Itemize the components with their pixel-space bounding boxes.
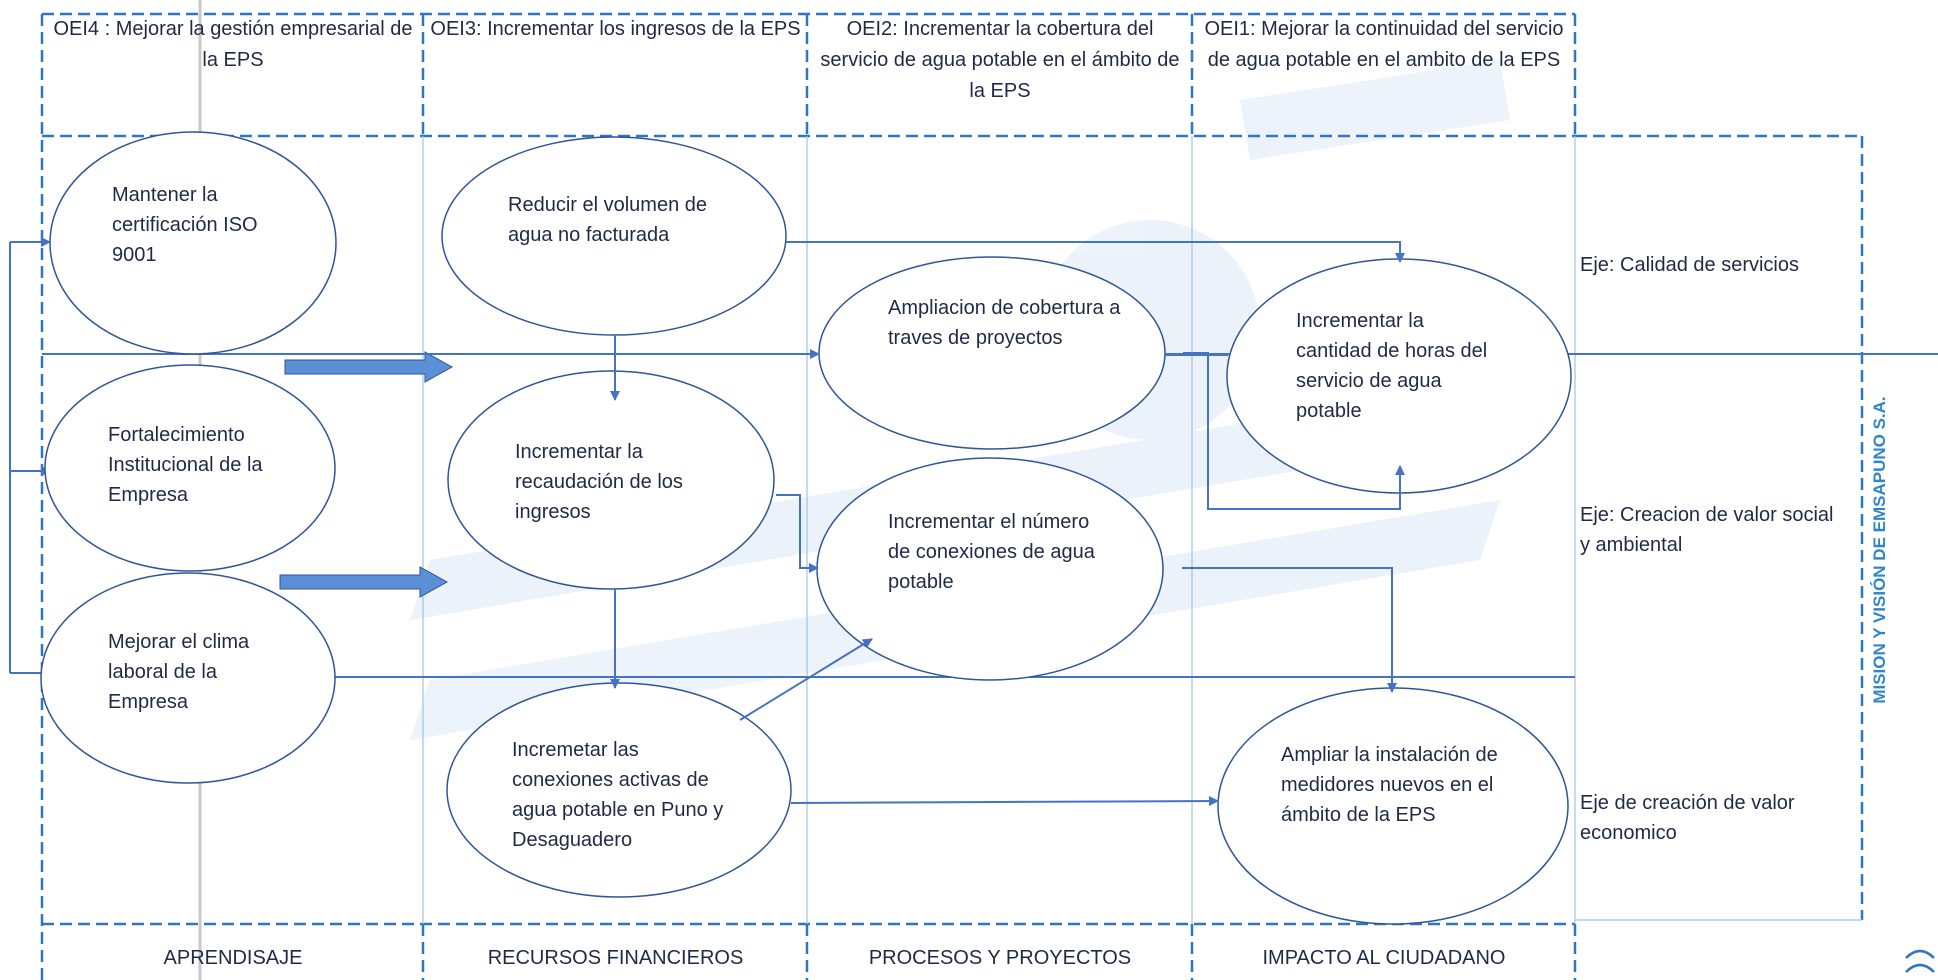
column-header-oei2: OEI2: Incrementar la cobertura del servi… [820,18,1180,102]
left-bracket-connector [9,237,51,678]
block-arrow-lower [279,566,449,598]
node-fortalecimiento-ellipse [44,364,336,572]
node-fortalecimiento-label: Fortalecimiento Institucional de la Empr… [108,424,263,506]
node-iso-label: Mantener la certificación ISO 9001 [112,184,258,266]
column-footer-recursos: RECURSOS FINANCIEROS [487,946,744,969]
block-arrow-upper [284,351,454,383]
column-header-oei1: OEI1: Mejorar la continuidad del servici… [1204,18,1564,71]
node-conexiones-activas-label: Incremetar las conexiones activas de agu… [512,739,724,851]
node-ampliacion-cobertura-ellipse [818,256,1166,450]
dashed-grid [40,12,1864,980]
node-recaudacion-label: Incrementar la recaudación de los ingres… [515,441,683,523]
objective-ellipses [40,131,1572,925]
node-clima-ellipse [40,572,336,784]
node-agua-no-facturada-label: Reducir el volumen de agua no facturada [508,194,707,246]
column-footer-impacto: IMPACTO AL CIUDADANO [1262,946,1506,969]
node-horas-servicio-label: Incrementar la cantidad de horas del ser… [1296,310,1488,422]
axis-label-economico: Eje de creación de valor economico [1580,792,1795,844]
node-clima-label: Mejorar el clima laboral de la Empresa [108,631,250,713]
connector-arrows [423,241,1405,807]
column-header-oei4: OEI4 : Mejorar la gestión empresarial de… [53,18,413,71]
axis-label-calidad: Eje: Calidad de servicios [1580,254,1799,276]
column-footer-procesos: PROCESOS Y PROYECTOS [868,946,1132,969]
corner-logo [1905,949,1935,973]
column-header-oei3: OEI3: Incrementar los ingresos de la EPS [430,18,801,40]
mission-vision-label: MISION Y VISIÓN DE EMSAPUNO S.A. [1870,396,1889,704]
node-medidores-label: Ampliar la instalación de medidores nuev… [1281,744,1498,826]
node-recaudacion-ellipse [447,370,775,590]
node-iso-ellipse [49,131,337,355]
column-footer-aprendisaje: APRENDISAJE [163,946,303,969]
node-numero-conexiones-label: Incrementar el número de conexiones de a… [888,511,1095,593]
solid-grid [422,136,1862,924]
axis-label-social: Eje: Creacion de valor social y ambienta… [1580,504,1834,556]
node-ampliacion-cobertura-label: Ampliacion de cobertura a traves de proy… [888,297,1121,349]
